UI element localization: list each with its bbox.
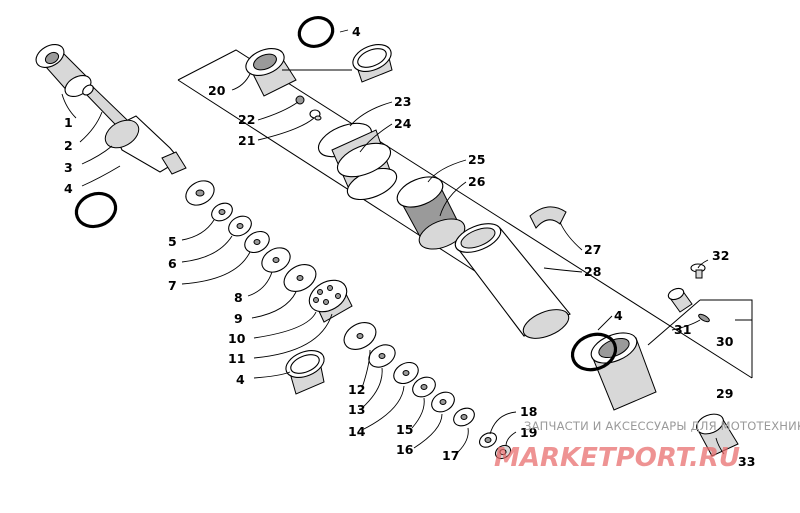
callout-10: 10 [228,331,246,346]
part-valve [309,109,322,121]
oring-left [74,191,118,229]
part-eye-cap [35,43,92,98]
callout-13: 13 [348,402,365,417]
part-adjuster-body [667,287,693,313]
callout-31: 31 [674,322,691,337]
callout-33: 33 [738,454,755,469]
callout-20: 20 [208,83,226,98]
part-piston [308,279,353,323]
part-shim-14 [393,361,419,385]
callout-4-top: 4 [352,24,361,39]
assembly-frame [177,49,753,379]
callout-11: 11 [228,351,245,366]
callout-4-left: 4 [64,181,73,196]
callout-21: 21 [238,133,255,148]
oring-top [297,16,335,48]
callout-24: 24 [394,116,412,131]
callout-7: 7 [168,278,177,293]
part-shim-13 [368,344,396,368]
callout-5: 5 [168,234,177,249]
part-shim-8 [261,247,291,273]
part-shim-9 [283,264,317,292]
part-washer-18 [479,432,497,448]
part-adjuster-nut [396,176,466,250]
part-cap [245,48,297,97]
part-shim-7 [244,230,270,254]
callout-26: 26 [468,174,486,189]
part-nut-19 [494,444,512,460]
part-shim-15 [412,376,436,398]
callout-16: 16 [396,442,414,457]
callout-labels: 1 2 3 4 5 6 7 8 9 10 11 4 12 13 14 15 16… [64,24,755,469]
callout-15: 15 [396,422,413,437]
callout-3: 3 [64,160,73,175]
callout-19: 19 [520,425,537,440]
part-shaft-body [104,115,187,175]
oring-lower-right [570,332,618,372]
watermark: ЗАПЧАСТИ И АКСЕССУАРЫ ДЛЯ МОТОТЕХНИКИ MA… [494,419,800,473]
callout-6: 6 [168,256,177,271]
callout-29: 29 [716,386,733,401]
callout-12: 12 [348,382,365,397]
callout-14: 14 [348,424,366,439]
part-shock-body [454,223,571,339]
callout-22: 22 [238,112,255,127]
callout-32: 32 [712,248,729,263]
callout-25: 25 [468,152,485,167]
callout-27: 27 [584,242,601,257]
part-spring-seat [317,122,398,201]
callout-18: 18 [520,404,537,419]
callout-9: 9 [234,311,243,326]
callout-30: 30 [716,334,734,349]
callout-1: 1 [64,115,73,130]
part-shim-17 [453,407,475,427]
callout-8: 8 [234,290,243,305]
part-spring-clip [529,206,567,229]
part-bushing [696,413,739,457]
callout-2: 2 [64,138,73,153]
part-bearing-sleeve-lower [285,350,325,395]
part-shim-16 [431,391,455,413]
watermark-logo: MARKETPORT.RU [494,443,740,473]
part-small-oring [698,313,710,323]
part-washer-top [185,180,215,206]
callout-4-right: 4 [614,308,623,323]
part-bleed-screw [690,263,706,279]
part-bearing-sleeve-top [352,44,393,83]
part-shim-5 [211,202,233,222]
watermark-tagline: ЗАПЧАСТИ И АКСЕССУАРЫ ДЛЯ МОТОТЕХНИКИ [524,419,800,433]
callout-17: 17 [442,448,459,463]
callout-28: 28 [584,264,601,279]
leader-lines [61,29,725,455]
callout-4-bearing: 4 [236,372,245,387]
part-shim-12 [343,322,377,350]
part-shim-6 [228,215,252,237]
callout-23: 23 [394,94,411,109]
